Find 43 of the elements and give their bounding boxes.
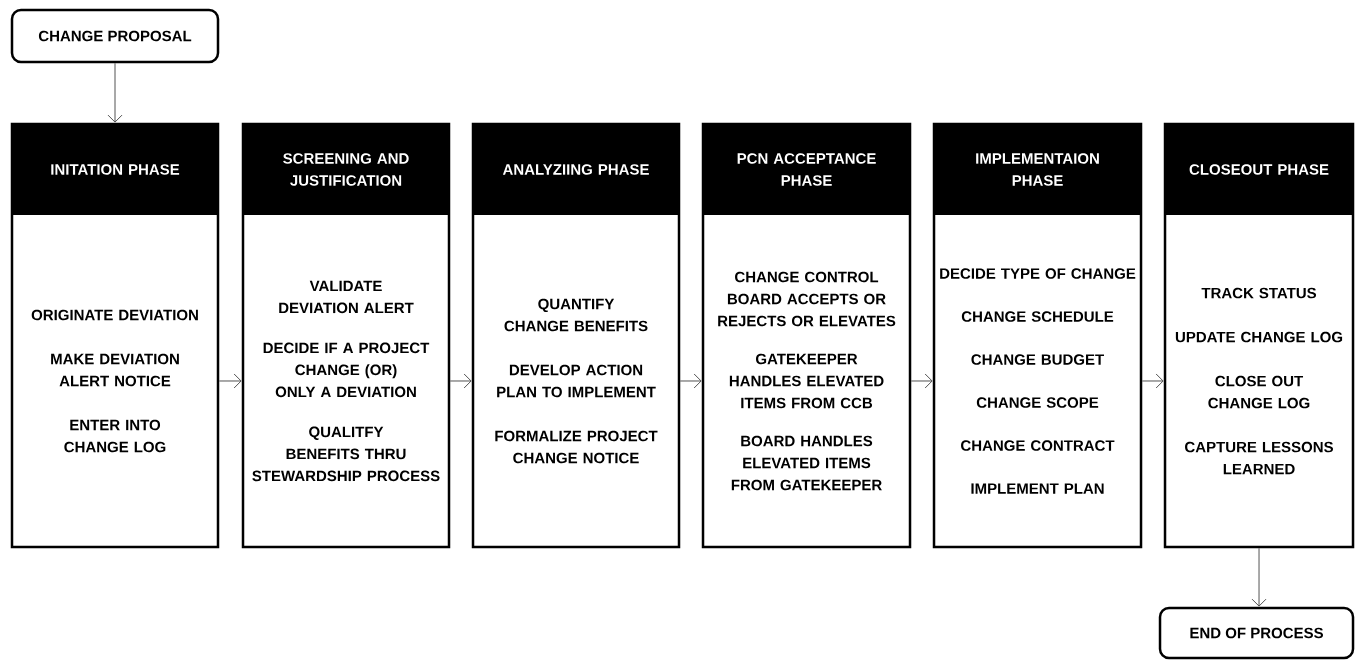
terminal-box: END OF PROCESS: [1158, 606, 1355, 660]
phase-heading: CLOSEOUT PHASE: [1189, 164, 1329, 175]
step-text: ENTER INTO CHANGE LOG: [64, 419, 166, 453]
step-text: IMPLEMENT PLAN: [971, 483, 1104, 494]
arrow: [449, 373, 472, 389]
phase-heading: ANALYZIING PHASE: [502, 164, 649, 175]
step-text: VALIDATE DEVIATION ALERT: [279, 280, 414, 314]
step-text: CLOSE OUT CHANGE LOG: [1208, 375, 1310, 409]
phase-heading: PCN ACCEPTANCE PHASE: [737, 153, 876, 186]
phase-heading: IMPLEMENTAION PHASE: [976, 153, 1099, 186]
step-text: QUALITFY BENEFITS THRU STEWARDSHIP PROCESS: [252, 426, 440, 482]
step-text: CHANGE BUDGET: [971, 354, 1104, 365]
arrow: [1251, 547, 1267, 607]
step-text: CAPTURE LESSONS LEARNED: [1185, 441, 1333, 475]
phase-heading: INITATION PHASE: [51, 164, 180, 175]
step-text: FORMALIZE PROJECT CHANGE NOTICE: [495, 430, 658, 464]
step-text: CHANGE SCHEDULE: [961, 311, 1114, 322]
step-text: MAKE DEVIATION ALERT NOTICE: [51, 353, 179, 387]
terminal-box: CHANGE PROPOSAL: [10, 8, 220, 64]
step-text: QUANTIFY CHANGE BENEFITS: [504, 298, 648, 332]
phase-heading: SCREENING AND JUSTIFICATION: [283, 153, 409, 186]
phase-box: [932, 122, 1143, 549]
step-text: CHANGE SCOPE: [976, 397, 1099, 408]
arrow: [679, 373, 702, 389]
arrow: [910, 373, 933, 389]
phase-box: [701, 122, 912, 549]
arrow: [218, 373, 242, 389]
step-text: DECIDE TYPE OF CHANGE: [940, 268, 1136, 279]
phase-box: [471, 122, 681, 549]
step-text: CHANGE CONTROL BOARD ACCEPTS OR REJECTS OR ELEVATES: [718, 271, 896, 327]
step-text: GATEKEEPER HANDLES ELEVATED ITEMS FROM CCB: [729, 353, 884, 409]
step-text: DECIDE IF A PROJECT CHANGE (OR) ONLY A DEVIATION: [263, 342, 430, 398]
step-text: BOARD HANDLES ELEVATED ITEMS FROM GATEKEEPER: [731, 435, 882, 491]
phase-box: [241, 122, 451, 549]
phase-box: [1163, 122, 1355, 549]
arrow: [1141, 373, 1164, 389]
step-text: ORIGINATE DEVIATION: [31, 309, 198, 321]
step-text: UPDATE CHANGE LOG: [1175, 331, 1343, 343]
step-text: DEVELOP ACTION PLAN TO IMPLEMENT: [497, 364, 656, 398]
arrow: [107, 62, 123, 123]
step-text: CHANGE CONTRACT: [961, 440, 1115, 451]
phase-box: [10, 122, 220, 549]
step-text: TRACK STATUS: [1201, 287, 1317, 299]
